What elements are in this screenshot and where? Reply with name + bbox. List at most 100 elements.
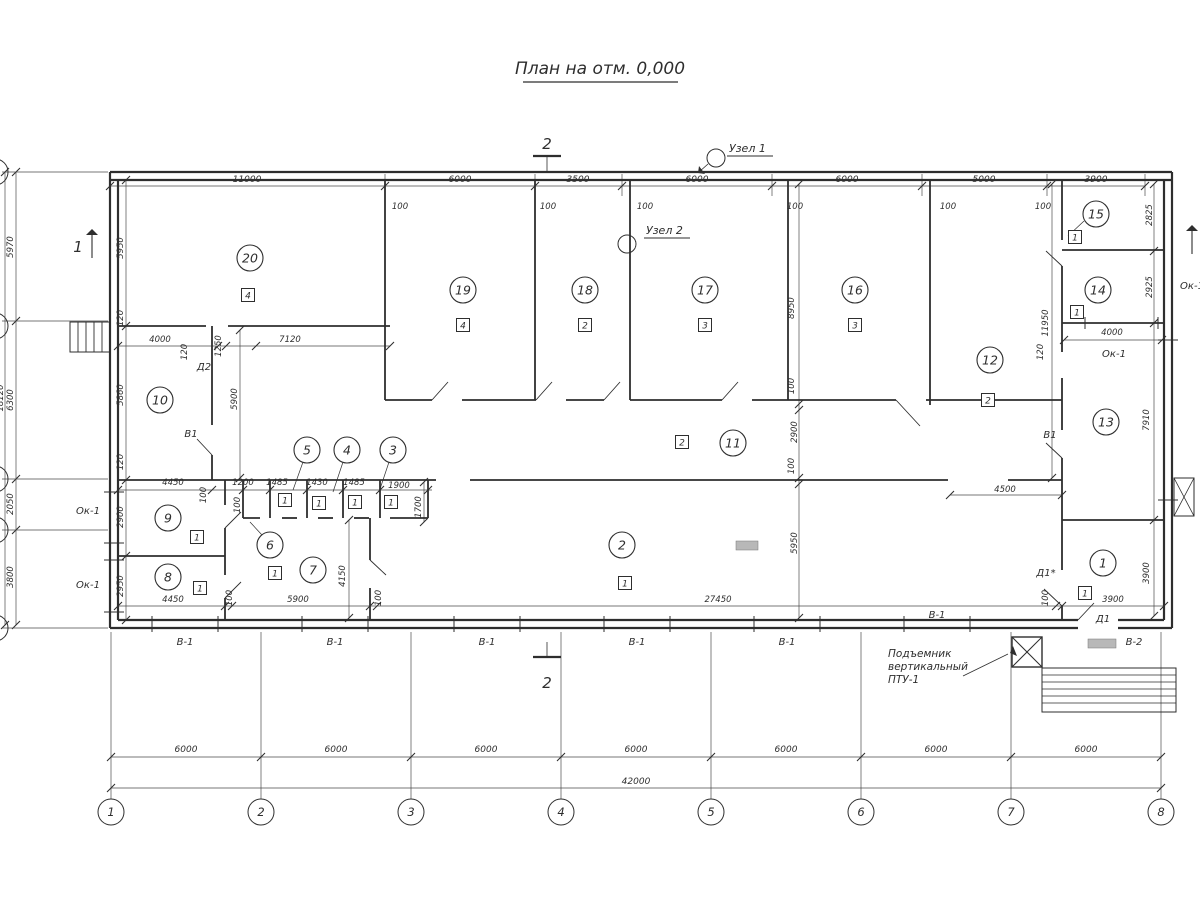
dimension-tick: [1149, 611, 1159, 621]
axis-circle-left: [0, 517, 9, 543]
room-category-number: 1: [272, 570, 278, 580]
dimension-tick: [945, 490, 955, 500]
room-number-circle: [1089, 549, 1117, 577]
room-number: 14: [1090, 283, 1106, 298]
door-leaf: [603, 381, 621, 401]
dimension-text: 27450: [704, 595, 731, 605]
entrance-steps: [69, 321, 111, 353]
room-category-square: [848, 318, 862, 332]
dimension-text: 2950: [116, 575, 126, 597]
room-number-circle: [841, 276, 869, 304]
leader-line: [962, 653, 1009, 677]
dimension-text: 3900: [1102, 595, 1124, 605]
top-dimension-text: 6000: [686, 175, 709, 185]
dimension-text: 100: [374, 590, 384, 606]
dimension-tick: [1149, 246, 1159, 256]
axis-circle-left: [0, 313, 9, 339]
plan-label: В-1: [177, 637, 194, 648]
room-number: 11: [725, 436, 741, 451]
node-2-circle: [617, 234, 637, 254]
dimension-text: 1250: [214, 335, 224, 357]
room-number-circle: [146, 386, 174, 414]
room-category-square: [268, 566, 282, 580]
dimension-text: 100: [787, 458, 797, 474]
room-number-circle: [293, 436, 321, 464]
room-number-circle: [333, 436, 361, 464]
section-mark-2-top: 2: [542, 135, 552, 153]
plan-label: В-1: [929, 610, 946, 621]
door-leaf: [369, 559, 387, 576]
dimension-tick: [794, 179, 804, 189]
room-number: 10: [152, 393, 168, 408]
plan-label: Ок-1: [1102, 349, 1126, 360]
dimension-text: 7910: [1142, 409, 1152, 431]
dimension-text: 100: [1035, 202, 1051, 212]
dimension-text: 5970: [6, 236, 16, 258]
dimension-text: 100: [940, 202, 956, 212]
dimension-tick: [617, 181, 627, 191]
dimension-text: 1485: [343, 478, 365, 488]
room-category-number: 4: [460, 322, 466, 332]
dimension-text: 100: [199, 487, 209, 503]
dimension-text: 1485: [266, 478, 288, 488]
room-category-number: 1: [352, 499, 358, 509]
room-number: 19: [455, 283, 471, 298]
room-category-number: 1: [1072, 234, 1078, 244]
room-category-square: [278, 493, 292, 507]
dimension-text: 3900: [1142, 562, 1152, 584]
room-category-square: [698, 318, 712, 332]
dimension-tick: [1140, 181, 1150, 191]
plan-label: Д2: [196, 362, 211, 373]
plan-label: В1: [184, 429, 197, 440]
room-number-circle: [608, 531, 636, 559]
room-category-number: 1: [194, 534, 200, 544]
room-number: 20: [242, 251, 258, 266]
dimension-text: 4450: [162, 595, 184, 605]
arrowhead: [1186, 225, 1198, 231]
room-number-circle: [1082, 200, 1110, 228]
arrowhead: [86, 229, 98, 235]
dimension-tick: [856, 752, 866, 762]
dimension-text: 11950: [1041, 309, 1051, 336]
dimension-tick: [106, 783, 116, 793]
room-category-number: 1: [1082, 590, 1088, 600]
top-dimension-text: 3900: [1085, 175, 1108, 185]
lift-note-line1: Подъемник: [888, 648, 952, 660]
room-number-circle: [379, 436, 407, 464]
door-leaf: [1043, 588, 1063, 607]
room-leader-line: [292, 461, 304, 491]
dimension-text: 1700: [414, 496, 424, 518]
dimension-tick: [556, 752, 566, 762]
axis-circle-left: [0, 615, 9, 641]
room-category-square: [618, 576, 632, 590]
axis-number: 5: [707, 805, 714, 819]
room-category-square: [1078, 586, 1092, 600]
room-leader-line: [378, 461, 390, 493]
hatch-line: [1173, 477, 1195, 517]
door-leaf: [224, 511, 242, 529]
top-dimension-text: 3500: [567, 175, 590, 185]
plan-label: В-1: [779, 637, 796, 648]
room-category-square: [193, 581, 207, 595]
plan-label: В-1: [479, 637, 496, 648]
axis-circle-left: [0, 466, 9, 492]
door-leaf: [721, 381, 739, 401]
room-number-circle: [1084, 276, 1112, 304]
dimension-tick: [256, 752, 266, 762]
axis-spacing-label: 6000: [925, 745, 948, 755]
room-category-square: [241, 288, 255, 302]
arrowhead: [698, 166, 705, 174]
room-number-circle: [299, 556, 327, 584]
node-1-circle: [706, 148, 726, 168]
dimension-tick: [794, 479, 804, 489]
dimension-text: 1200: [232, 478, 254, 488]
door-leaf: [535, 381, 553, 401]
dimension-tick: [227, 601, 237, 611]
room-number-circle: [571, 276, 599, 304]
dimension-tick: [221, 341, 231, 351]
room-number: 2: [618, 538, 626, 553]
door-leaf: [895, 399, 921, 427]
dimension-tick: [385, 341, 395, 351]
plan-label: В-2: [1126, 637, 1143, 648]
plan-label: Д1*: [1035, 568, 1055, 579]
